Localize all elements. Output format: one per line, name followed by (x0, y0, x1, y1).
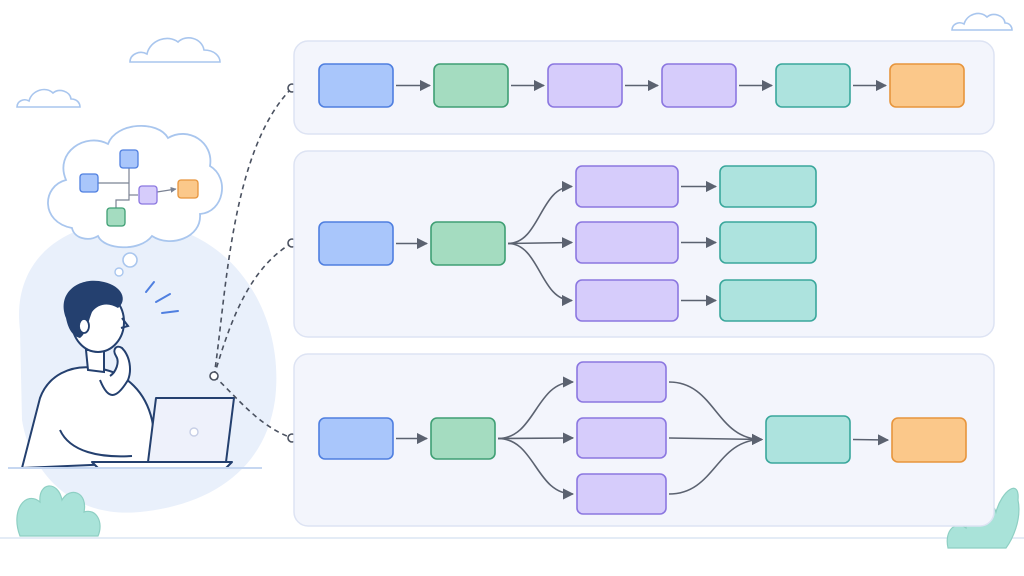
edge-arrow (507, 180, 574, 245)
edge-arrow (507, 237, 574, 249)
node-blue (318, 63, 394, 108)
mini-edge (156, 186, 177, 193)
connectors (213, 87, 293, 439)
workflow-panels (293, 40, 995, 527)
node-purple (547, 63, 623, 108)
mini-node-green (106, 207, 126, 227)
edge-arrow (507, 242, 574, 307)
node-teal (765, 415, 851, 464)
node-purple (576, 361, 667, 403)
node-teal (719, 165, 817, 208)
cloud-icon (951, 12, 1013, 31)
connector-line (213, 375, 293, 439)
node-purple (575, 279, 679, 322)
edge-arrow (668, 433, 764, 495)
sparkle-marks (145, 281, 179, 314)
mini-node-blue (119, 149, 139, 169)
edge-arrow (668, 433, 764, 445)
background-blob (19, 221, 277, 513)
node-blue (318, 221, 394, 266)
edge-arrow (497, 432, 575, 444)
person (20, 280, 162, 470)
node-teal (719, 279, 817, 322)
node-teal (719, 221, 817, 264)
edge-arrow (497, 376, 575, 440)
cloud-icon (129, 37, 221, 63)
plant-icon (16, 485, 101, 537)
workflow-panel-sequential (293, 40, 995, 135)
mini-node-blue (79, 173, 99, 193)
workflow-panel-fan-out-fan-in (293, 353, 995, 527)
edge-arrow (852, 434, 890, 446)
node-purple (661, 63, 737, 108)
node-purple (575, 165, 679, 208)
connector-line (213, 242, 293, 377)
node-purple (576, 417, 667, 459)
node-purple (576, 473, 667, 515)
mini-edge (115, 168, 130, 208)
edge-arrow (668, 381, 764, 446)
node-green (430, 417, 496, 460)
node-green (433, 63, 509, 108)
laptop (91, 397, 235, 469)
connector-start-dot (209, 371, 219, 381)
node-orange (889, 63, 965, 108)
edges (396, 376, 890, 500)
cloud-icon (16, 88, 81, 108)
node-blue (318, 417, 394, 460)
workflow-panel-parallel (293, 150, 995, 338)
edge-arrow (497, 437, 575, 500)
node-teal (775, 63, 851, 108)
node-purple (575, 221, 679, 264)
panel-frame (293, 40, 995, 135)
mini-node-orange (177, 179, 199, 199)
thought-bubble (47, 125, 223, 277)
edges (396, 180, 718, 307)
node-green (430, 221, 506, 266)
node-orange (891, 417, 967, 463)
mini-node-purple (138, 185, 158, 205)
